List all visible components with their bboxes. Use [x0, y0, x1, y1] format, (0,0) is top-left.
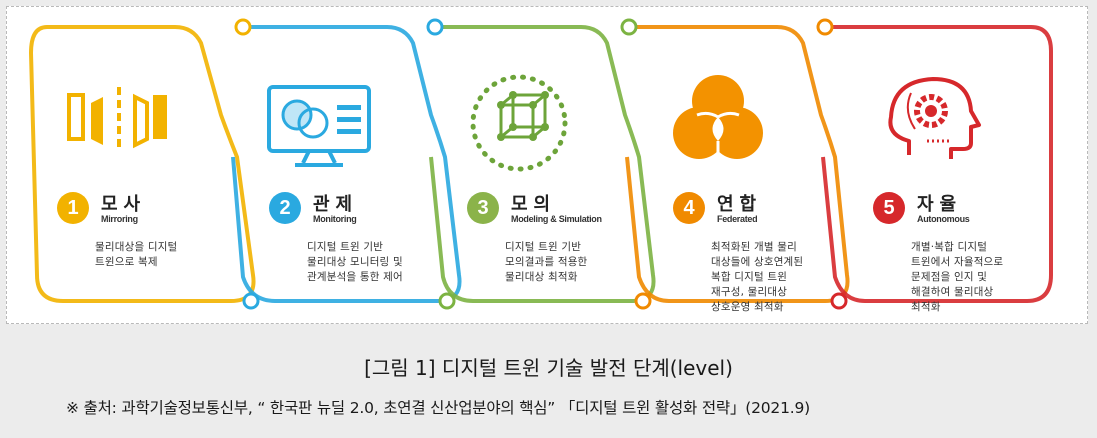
stage-1-subtitle: Mirroring: [101, 214, 138, 224]
stage-3: 3 모의 Modeling & Simulation 디지털 트윈 기반 모의결…: [467, 192, 657, 285]
head-gear-icon: [888, 77, 981, 159]
stage-1-description: 물리대상을 디지털 트윈으로 복제: [95, 241, 178, 268]
connector-dot: [438, 292, 456, 310]
stage-2-title: 관제: [313, 194, 359, 215]
monitor-icon: [267, 85, 371, 167]
connector-dot: [634, 292, 652, 310]
connector-dot: [620, 18, 638, 36]
stage-2-outline: [231, 25, 462, 303]
stage-1-badge: 1: [57, 192, 89, 224]
stage-3-outline: [429, 25, 656, 303]
stage-1: 1 모사 Mirroring 물리대상을 디지털 트윈으로 복제: [57, 192, 247, 270]
stage-5-title: 자율: [917, 194, 963, 215]
overlapping-circles-icon: [673, 75, 763, 159]
stage-3-description: 디지털 트윈 기반 모의결과를 적용한 물리대상 최적화: [505, 241, 588, 283]
connector-dot: [816, 18, 834, 36]
stage-5-description: 개별·복합 디지털 트윈에서 자율적으로 문제점을 인지 및 해결하여 물리대상…: [911, 241, 1004, 313]
stage-3-badge: 3: [467, 192, 499, 224]
mirror-icon: [67, 87, 167, 149]
stage-2: 2 관제 Monitoring 디지털 트윈 기반 물리대상 모니터링 및 관계…: [269, 192, 459, 285]
connector-dot: [234, 18, 252, 36]
stage-5-outline: [821, 25, 1053, 303]
stage-connectors: [29, 18, 1053, 310]
stage-4: 4 연합 Federated 최적화된 개별 물리 대상들에 상호연계된 복합 …: [673, 192, 863, 315]
stage-2-badge: 2: [269, 192, 301, 224]
stage-5: 5 자율 Autonomous 개별·복합 디지털 트윈에서 자율적으로 문제점…: [873, 192, 1063, 315]
connector-dot: [242, 292, 260, 310]
stage-5-badge: 5: [873, 192, 905, 224]
stage-2-subtitle: Monitoring: [313, 214, 357, 224]
network-cube-icon: [470, 74, 568, 172]
stage-3-title: 모의: [511, 194, 557, 215]
stage-2-description: 디지털 트윈 기반 물리대상 모니터링 및 관계분석을 통한 제어: [307, 241, 403, 283]
stage-3-subtitle: Modeling & Simulation: [511, 214, 602, 224]
stage-4-outline: [625, 25, 850, 303]
stage-4-title: 연합: [717, 194, 763, 215]
stage-1-title: 모사: [101, 194, 147, 215]
source-note: ※ 출처: 과학기술정보통신부, “ 한국판 뉴딜 2.0, 초연결 신산업분야…: [66, 399, 810, 417]
connector-dot: [830, 292, 848, 310]
connector-dot: [426, 18, 444, 36]
diagram-panel: 1 모사 Mirroring 물리대상을 디지털 트윈으로 복제 2 관제 Mo…: [6, 6, 1088, 324]
stage-5-subtitle: Autonomous: [917, 214, 970, 224]
stage-4-description: 최적화된 개별 물리 대상들에 상호연계된 복합 디지털 트윈 재구성, 물리대…: [711, 241, 804, 313]
stage-4-badge: 4: [673, 192, 705, 224]
stage-4-subtitle: Federated: [717, 214, 758, 224]
figure-caption: [그림 1] 디지털 트윈 기술 발전 단계(level): [364, 356, 733, 380]
